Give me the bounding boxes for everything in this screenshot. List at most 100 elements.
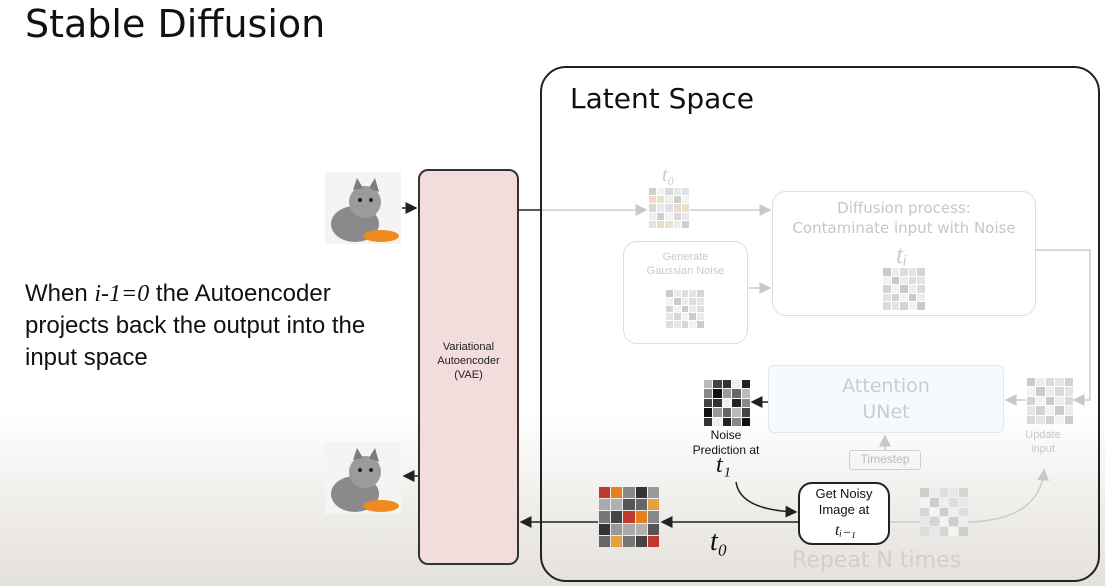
grid-cell	[929, 507, 939, 517]
grid-cell	[949, 507, 959, 517]
get-noisy-image-box	[798, 482, 890, 545]
grid-cell	[673, 313, 681, 321]
grid-cell	[1027, 415, 1036, 424]
grid-cell	[883, 285, 891, 293]
grid-cell	[599, 499, 611, 511]
grid-cell	[657, 220, 665, 228]
grid-cell	[908, 293, 917, 302]
grid-cell	[920, 527, 929, 536]
grid-cell	[722, 398, 732, 408]
grid-cell	[959, 507, 968, 517]
grid-cell	[623, 487, 635, 499]
grid-cell	[741, 408, 750, 417]
grid-cell	[681, 220, 689, 228]
grid-cell	[697, 305, 704, 313]
grid-cell	[704, 408, 713, 417]
grid-cell	[649, 212, 657, 220]
grid-cell	[949, 517, 959, 527]
grid-cell	[697, 290, 704, 297]
grid-cell	[665, 212, 673, 220]
grid-cell	[1036, 415, 1045, 424]
noise-prediction-grid	[704, 380, 750, 426]
grid-cell	[908, 276, 917, 285]
grid-cell	[704, 417, 713, 426]
grid-cell	[647, 499, 659, 511]
grid-cell	[649, 196, 657, 204]
grid-cell	[673, 188, 681, 196]
grid-cell	[681, 204, 689, 212]
grid-cell	[647, 487, 659, 499]
grid-cell	[722, 380, 732, 389]
get-noisy-image-label: Get Noisy Image at	[815, 486, 873, 517]
grid-cell	[713, 389, 722, 398]
grid-cell	[623, 499, 635, 511]
grid-cell	[1055, 396, 1064, 406]
grid-cell	[959, 497, 968, 507]
grid-cell	[883, 302, 891, 310]
grid-cell	[681, 290, 689, 297]
grid-cell	[689, 290, 697, 297]
grid-cell	[1027, 378, 1036, 387]
grid-cell	[611, 523, 623, 535]
grid-cell	[891, 285, 900, 293]
grid-cell	[1064, 387, 1073, 396]
grid-cell	[917, 302, 925, 310]
grid-cell	[623, 523, 635, 535]
grid-cell	[673, 196, 681, 204]
grid-cell	[1064, 415, 1073, 424]
grid-cell	[599, 523, 611, 535]
grid-cell	[959, 488, 968, 497]
grid-cell	[891, 302, 900, 310]
grid-cell	[657, 196, 665, 204]
grid-cell	[673, 321, 681, 328]
grid-cell	[891, 268, 900, 276]
grid-cell	[917, 293, 925, 302]
grid-cell	[1045, 415, 1055, 424]
grid-cell	[673, 220, 681, 228]
grid-cell	[741, 417, 750, 426]
grid-cell	[1064, 378, 1073, 387]
grid-cell	[697, 297, 704, 305]
grid-cell	[1036, 378, 1045, 387]
grid-cell	[689, 297, 697, 305]
grid-cell	[704, 380, 713, 389]
grid-cell	[673, 212, 681, 220]
grid-cell	[1027, 387, 1036, 396]
grid-cell	[949, 527, 959, 536]
grid-cell	[1045, 406, 1055, 415]
grid-cell	[689, 305, 697, 313]
ti-minus-1-label: tᵢ₋₁	[835, 522, 856, 539]
grid-cell	[666, 297, 673, 305]
grid-cell	[900, 302, 908, 310]
grid-cell	[741, 380, 750, 389]
grid-cell	[666, 313, 673, 321]
grid-cell	[908, 302, 917, 310]
noise-prediction-label: Noise Prediction at	[692, 428, 760, 457]
grid-cell	[920, 517, 929, 527]
grid-cell	[722, 389, 732, 398]
grid-cell	[647, 511, 659, 523]
grid-cell	[681, 321, 689, 328]
grid-cell	[1055, 378, 1064, 387]
grid-cell	[635, 523, 647, 535]
grid-cell	[1045, 378, 1055, 387]
grid-cell	[1036, 396, 1045, 406]
update-input-label: Update input	[1025, 429, 1061, 455]
grid-cell	[917, 276, 925, 285]
grid-cell	[649, 188, 657, 196]
grid-cell	[732, 380, 741, 389]
grid-cell	[920, 507, 929, 517]
grid-cell	[1027, 406, 1036, 415]
grid-cell	[1055, 406, 1064, 415]
repeat-label: Repeat N times	[792, 548, 962, 573]
grid-cell	[681, 188, 689, 196]
body-text-prefix: When	[25, 280, 95, 307]
grid-cell	[635, 535, 647, 547]
grid-cell	[657, 204, 665, 212]
latent-grid-t0	[649, 188, 689, 228]
grid-cell	[959, 527, 968, 536]
grid-cell	[929, 488, 939, 497]
grid-cell	[939, 507, 949, 517]
vae-label: Variational Autoencoder (VAE)	[437, 341, 500, 381]
